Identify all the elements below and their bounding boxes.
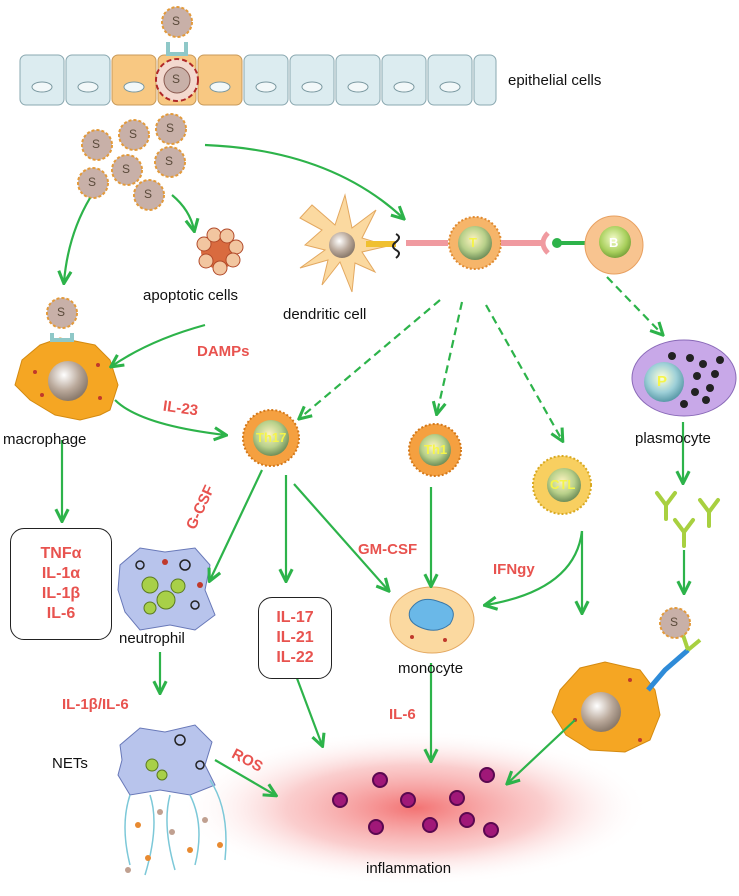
antibodies <box>655 491 720 548</box>
cytokine-item: IL-1α <box>41 565 81 582</box>
cytokine-item: IL-17 <box>276 609 314 626</box>
th17-cytokine-box: IL-17 IL-21 IL-22 <box>258 597 332 679</box>
inflammation-particles <box>332 767 499 838</box>
gmcsf-label: GM-CSF <box>358 541 418 558</box>
virus-label: S <box>92 137 101 151</box>
p-cell-letter: P <box>657 373 668 390</box>
il1b-il6-label: IL-1β/IL-6 <box>62 696 129 713</box>
pathway-arrows <box>62 143 684 795</box>
nets-cell <box>117 724 227 876</box>
inflammation-label: inflammation <box>366 860 452 877</box>
apoptotic-cell <box>196 227 244 276</box>
ifng-label: IFNgy <box>493 561 535 578</box>
t-cell-letter: T <box>469 235 477 250</box>
th1-cell <box>408 423 462 477</box>
monocyte-cell <box>389 586 475 654</box>
cytokine-item: IL-1β <box>41 585 81 602</box>
macrophage-antibody-cell <box>551 607 702 753</box>
b-cell-letter: B <box>609 235 619 250</box>
th1-letter: Th1 <box>424 442 448 457</box>
damps-label: DAMPs <box>197 343 250 360</box>
cytokine-item: TNFα <box>40 545 82 562</box>
macrophage-cell <box>14 297 119 421</box>
th17-letter: Th17 <box>256 430 287 445</box>
virus-label: S <box>165 154 174 168</box>
cytokine-item: IL-21 <box>276 629 314 646</box>
virus-label-top: S <box>172 14 181 28</box>
neutrophil-cell <box>117 547 216 631</box>
virus-cluster <box>77 113 187 211</box>
th17-cell <box>242 409 300 467</box>
virus-label: S <box>166 121 175 135</box>
virus-label: S <box>129 127 138 141</box>
virus-label-antibody: S <box>670 615 679 629</box>
epithelial-cell-row <box>19 6 497 106</box>
macrophage-cytokine-box: TNFα IL-1α IL-1β IL-6 <box>10 528 112 640</box>
apoptotic-cells-label: apoptotic cells <box>143 287 239 304</box>
inflammation-glow <box>180 730 650 886</box>
il6-label: IL-6 <box>389 706 416 723</box>
virus-label: S <box>88 175 97 189</box>
cytokine-item: IL-22 <box>276 649 314 666</box>
plasmocyte-label: plasmocyte <box>635 430 711 447</box>
t-cell <box>448 216 590 270</box>
neutrophil-label: neutrophil <box>119 630 185 647</box>
monocyte-label: monocyte <box>398 660 464 677</box>
nets-label: NETs <box>52 755 88 772</box>
plasmocyte <box>631 339 737 417</box>
macrophage-label: macrophage <box>3 431 87 448</box>
virus-label: S <box>144 187 153 201</box>
ctl-cell <box>532 455 592 515</box>
b-cell <box>584 215 644 275</box>
epithelial-cells-label: epithelial cells <box>508 72 602 89</box>
virus-label-macrophage: S <box>57 305 66 319</box>
cytokine-item: IL-6 <box>46 605 76 622</box>
virus-label-infected: S <box>172 72 181 86</box>
dendritic-cell-label: dendritic cell <box>283 306 367 323</box>
dendritic-cell <box>299 193 448 293</box>
ctl-letter: CTL <box>550 477 576 492</box>
virus-label: S <box>122 162 131 176</box>
